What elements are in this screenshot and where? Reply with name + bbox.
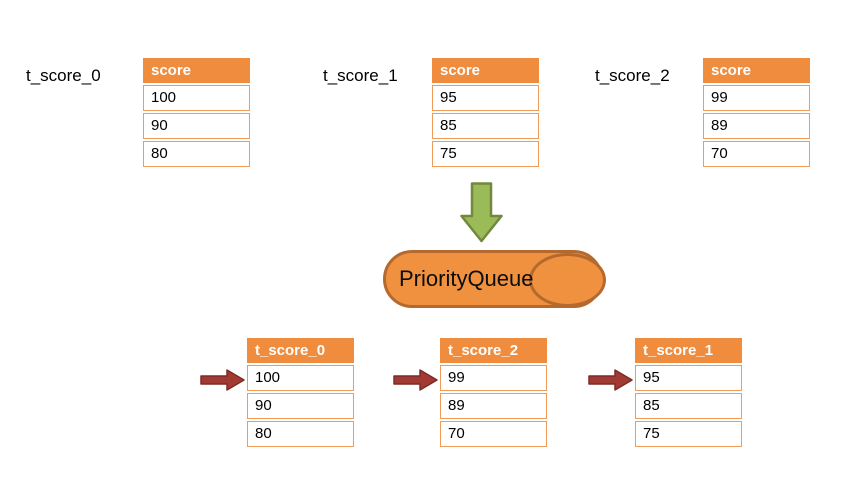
- table-cell: 100: [143, 85, 250, 111]
- label-t-score-0: t_score_0: [26, 66, 101, 85]
- table-t-score-2: score 99 89 70: [703, 58, 810, 167]
- table-t-score-1: score 95 85 75: [432, 58, 539, 167]
- table-header: score: [432, 58, 539, 83]
- table-cell: 80: [247, 421, 354, 447]
- table-cell: 90: [247, 393, 354, 419]
- right-arrow-icon: [588, 369, 633, 391]
- table-cell: 90: [143, 113, 250, 139]
- table-header: t_score_1: [635, 338, 742, 363]
- table-header: t_score_2: [440, 338, 547, 363]
- table-cell: 95: [635, 365, 742, 391]
- table-cell: 75: [635, 421, 742, 447]
- table-cell: 89: [440, 393, 547, 419]
- label-t-score-1: t_score_1: [323, 66, 398, 85]
- label-t-score-2: t_score_2: [595, 66, 670, 85]
- table-cell: 80: [143, 141, 250, 167]
- table-cell: 70: [440, 421, 547, 447]
- table-cell: 100: [247, 365, 354, 391]
- result-table-t-score-0: t_score_0 100 90 80: [247, 338, 354, 447]
- right-arrow-icon: [393, 369, 438, 391]
- table-cell: 85: [635, 393, 742, 419]
- table-cell: 99: [703, 85, 810, 111]
- table-cell: 75: [432, 141, 539, 167]
- table-header: score: [143, 58, 250, 83]
- result-table-t-score-1: t_score_1 95 85 75: [635, 338, 742, 447]
- priority-queue-end-ellipse: [529, 253, 606, 307]
- table-t-score-0: score 100 90 80: [143, 58, 250, 167]
- right-arrow-icon: [200, 369, 245, 391]
- table-cell: 99: [440, 365, 547, 391]
- result-table-t-score-2: t_score_2 99 89 70: [440, 338, 547, 447]
- table-cell: 70: [703, 141, 810, 167]
- table-cell: 85: [432, 113, 539, 139]
- table-header: t_score_0: [247, 338, 354, 363]
- table-header: score: [703, 58, 810, 83]
- table-cell: 95: [432, 85, 539, 111]
- down-arrow-icon: [460, 182, 503, 243]
- priority-queue-label: PriorityQueue: [399, 266, 534, 291]
- table-cell: 89: [703, 113, 810, 139]
